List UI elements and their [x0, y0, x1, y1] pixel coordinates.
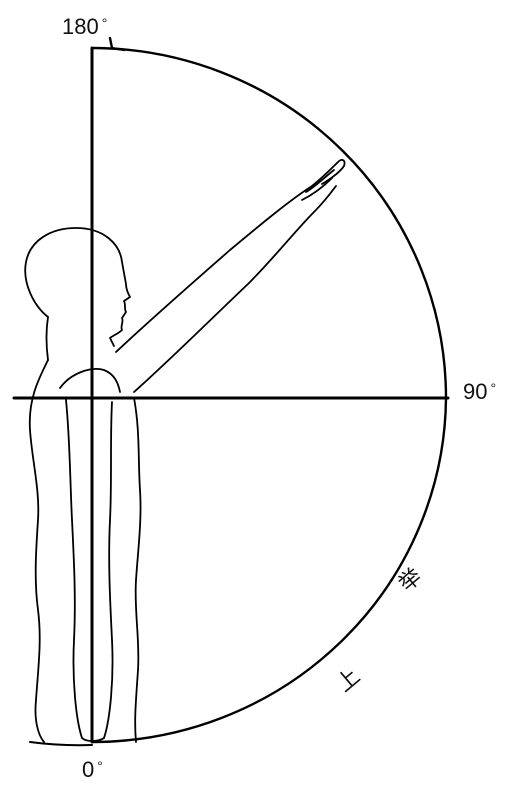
label-90-degrees: 90° [463, 381, 496, 403]
base-curve [30, 742, 92, 745]
human-figure [25, 160, 344, 742]
degree-symbol: ° [102, 15, 108, 31]
angle-0-value: 0 [82, 757, 94, 782]
range-arc [92, 48, 446, 742]
label-180-degrees: 180° [62, 16, 107, 38]
angle-90-value: 90 [463, 379, 487, 404]
angle-180-value: 180 [62, 14, 99, 39]
degree-symbol: ° [490, 380, 496, 396]
label-0-degrees: 0° [82, 759, 103, 781]
degree-symbol: ° [97, 758, 103, 774]
